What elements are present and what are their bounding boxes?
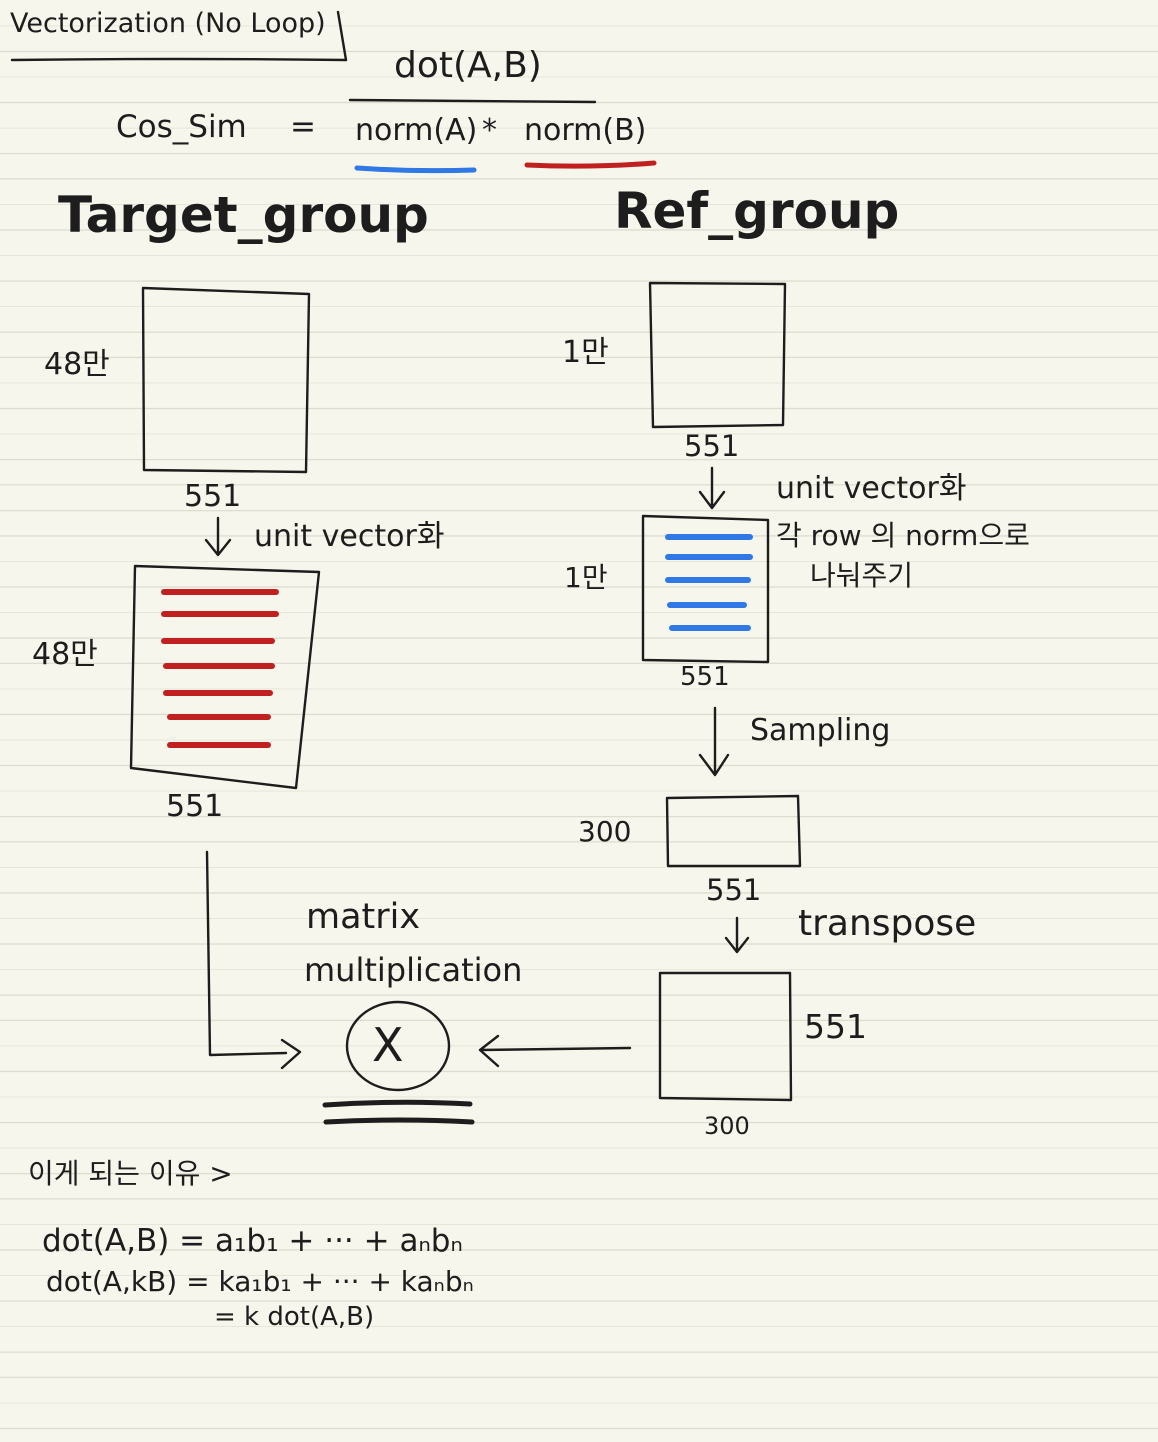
sampling-arrow <box>698 706 730 777</box>
sample-cols-label: 551 <box>706 873 762 907</box>
transpose-label: transpose <box>798 903 977 944</box>
reason-heading: 이게 되는 이유 > <box>28 1157 233 1190</box>
target-rows-label: 48만 <box>44 347 110 382</box>
matmul-label-2: multiplication <box>304 951 523 989</box>
page-title: Vectorization (No Loop) <box>10 8 326 39</box>
ref-matrix-box <box>648 281 787 429</box>
norm-a-underline <box>354 165 477 174</box>
formula-lhs: Cos_Sim <box>116 109 247 145</box>
target-cols-label: 551 <box>184 479 242 514</box>
target-unit-matrix-box <box>129 564 321 790</box>
norm-b-underline <box>524 160 657 169</box>
ref-to-multiply-arrow <box>478 1034 632 1068</box>
target-unit-rows <box>161 589 279 748</box>
formula-denominator-a: norm(A) <box>355 113 478 148</box>
sampled-matrix-box <box>665 794 802 868</box>
matmul-label-1: matrix <box>306 897 421 937</box>
sample-rows-label: 300 <box>578 815 632 848</box>
ref-unit-step-label: unit vector화 <box>776 471 967 506</box>
target-unit-cols-label: 551 <box>166 789 224 824</box>
ref-unit-cols-label: 551 <box>680 662 730 692</box>
ref-unit-rows-label: 1만 <box>564 561 608 594</box>
transpose-arrow <box>724 916 750 954</box>
multiply-underline-2 <box>323 1117 475 1125</box>
sampling-label: Sampling <box>750 713 891 748</box>
reason-line-2: dot(A,kB) = ka₁b₁ + ··· + kaₙbₙ <box>46 1265 474 1298</box>
target-to-multiply-line <box>205 850 302 1070</box>
target-matrix-box <box>141 286 311 474</box>
ref-unit-step-note-1: 각 row 의 norm으로 <box>776 519 1030 552</box>
ref-rows-label: 1만 <box>562 335 609 370</box>
transposed-matrix-box <box>658 971 793 1102</box>
ref-down-arrow <box>698 466 726 510</box>
reason-line-1: dot(A,B) = a₁b₁ + ··· + aₙbₙ <box>42 1223 463 1259</box>
ref-unit-matrix-box <box>641 514 770 664</box>
target-unit-rows-label: 48만 <box>32 637 98 672</box>
multiply-underline-1 <box>322 1099 473 1108</box>
transposed-rows-label: 551 <box>804 1007 867 1046</box>
ref-unit-rows <box>665 534 753 631</box>
ref-group-heading: Ref_group <box>614 182 900 240</box>
target-group-heading: Target_group <box>58 186 429 244</box>
ref-cols-label: 551 <box>684 429 740 463</box>
ref-unit-step-note-2: 나눠주기 <box>810 559 914 592</box>
formula-equals: = <box>290 109 316 145</box>
matmul-symbol: X <box>372 1018 404 1072</box>
fraction-bar <box>348 98 597 104</box>
target-unit-step-label: unit vector화 <box>254 519 445 554</box>
multiply-circle <box>345 1000 451 1092</box>
title-bracket <box>336 10 348 62</box>
transposed-cols-label: 300 <box>704 1112 750 1140</box>
formula-numerator: dot(A,B) <box>394 45 542 86</box>
target-down-arrow <box>204 516 232 557</box>
formula-times: * <box>482 113 497 148</box>
formula-denominator-b: norm(B) <box>524 113 647 148</box>
title-underline <box>10 57 348 62</box>
reason-line-3: = k dot(A,B) <box>214 1302 375 1332</box>
